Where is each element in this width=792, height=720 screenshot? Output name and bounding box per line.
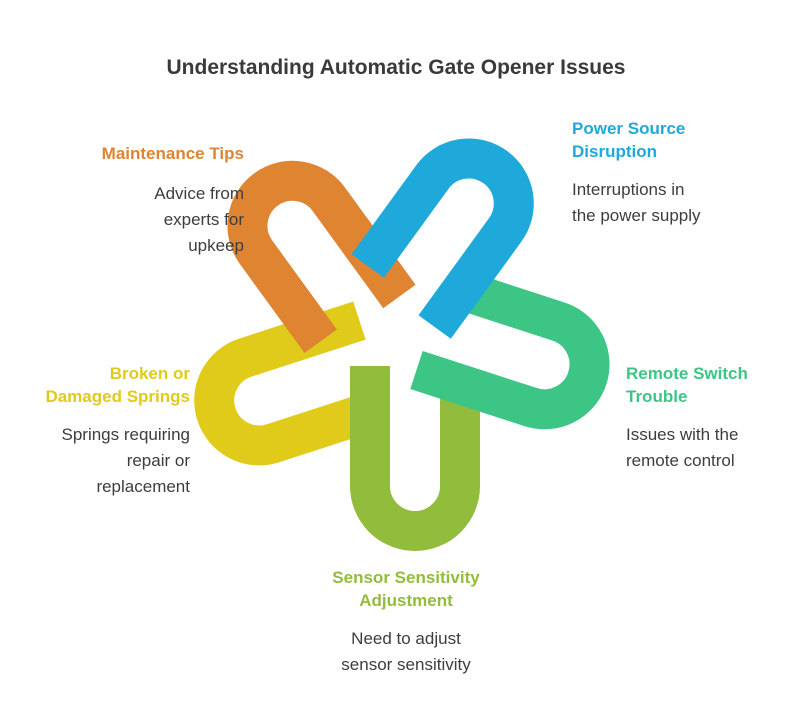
power-desc-line: Interruptions in	[572, 180, 685, 199]
power-desc: Interruptions in the power supply	[572, 177, 772, 229]
sensor-desc-line: sensor sensitivity	[341, 655, 471, 674]
springs-desc-line: Springs requiring	[61, 425, 190, 444]
page-title: Understanding Automatic Gate Opener Issu…	[166, 56, 626, 79]
springs-heading-line: Damaged Springs	[45, 387, 190, 406]
loop-power-shape	[351, 138, 534, 339]
power-heading: Power Source Disruption	[572, 117, 772, 163]
sensor-desc-line: Need to adjust	[351, 629, 461, 648]
springs-desc: Springs requiring repair or replacement	[10, 422, 190, 500]
springs-desc-line: replacement	[96, 477, 190, 496]
sensor-heading-line: Sensor Sensitivity	[332, 568, 480, 587]
sensor-heading-line: Adjustment	[359, 591, 453, 610]
maintenance-desc-line: Advice from	[154, 184, 244, 203]
remote-desc-line: Issues with the	[626, 425, 739, 444]
maintenance-desc-line: experts for	[163, 210, 244, 229]
power-heading-line: Disruption	[572, 142, 657, 161]
remote-heading-line: Remote Switch	[626, 364, 748, 383]
loop-remote-shape	[410, 268, 610, 430]
sensor-desc: Need to adjust sensor sensitivity	[256, 626, 556, 678]
remote-desc-line: remote control	[626, 451, 735, 470]
loop-springs-shape	[194, 301, 384, 466]
maintenance-desc-line: upkeep	[188, 236, 244, 255]
power-block: Power Source Disruption Interruptions in…	[572, 117, 772, 229]
loop-springs	[194, 301, 384, 466]
loop-sensor-shape	[350, 366, 480, 551]
maintenance-desc: Advice from experts for upkeep	[40, 181, 244, 259]
maintenance-heading: Maintenance Tips	[101, 144, 244, 163]
springs-block: Broken or Damaged Springs Springs requir…	[10, 362, 190, 500]
remote-desc: Issues with the remote control	[626, 422, 786, 474]
springs-desc-line: repair or	[126, 451, 190, 470]
sensor-block: Sensor Sensitivity Adjustment Need to ad…	[256, 566, 556, 678]
remote-block: Remote Switch Trouble Issues with the re…	[626, 362, 786, 474]
sensor-heading: Sensor Sensitivity Adjustment	[256, 566, 556, 612]
remote-heading: Remote Switch Trouble	[626, 362, 786, 408]
loop-maintenance-shape	[227, 160, 416, 354]
springs-heading: Broken or Damaged Springs	[10, 362, 190, 408]
loop-maintenance	[227, 160, 416, 354]
power-desc-line: the power supply	[572, 206, 701, 225]
loop-power	[351, 138, 534, 339]
remote-heading-line: Trouble	[626, 387, 688, 406]
maintenance-block: Maintenance Tips Advice from experts for…	[40, 142, 244, 259]
power-heading-line: Power Source	[572, 119, 686, 138]
springs-heading-line: Broken or	[109, 364, 190, 383]
loop-sensor	[350, 366, 480, 551]
loop-remote	[410, 268, 610, 430]
